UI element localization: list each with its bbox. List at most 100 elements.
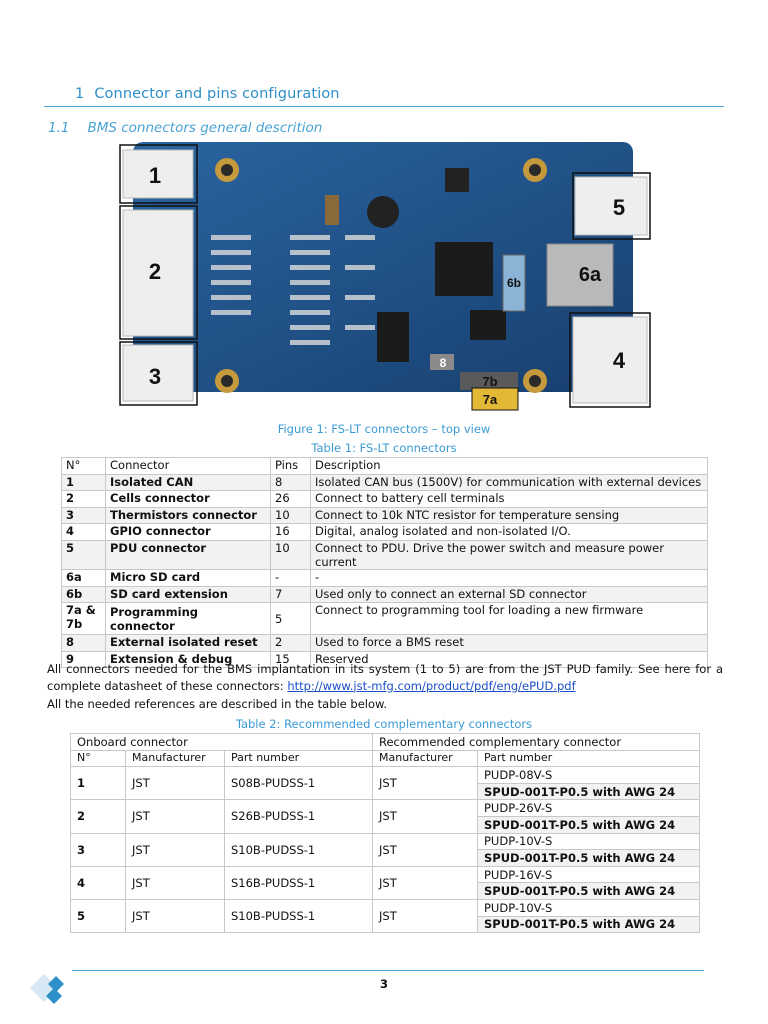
- header-cell: Part number: [224, 749, 373, 768]
- table-row: 7a & 7b Programming connector 5 Connect …: [61, 602, 708, 636]
- sd-extension: [502, 254, 526, 312]
- cell-number: 6b: [61, 585, 106, 604]
- cell-manufacturer: JST: [372, 898, 478, 934]
- table-row: SPUD-001T-P0.5 with AWG 24: [71, 915, 700, 934]
- header-cell: Onboard connector: [70, 733, 373, 751]
- header-cell: Description: [310, 457, 708, 475]
- cell-connector: Extension & debug: [105, 650, 271, 669]
- section-title: Connector and pins configuration: [94, 86, 340, 102]
- figure-label: 7a: [483, 392, 498, 407]
- table1-caption: Table 1: FS-LT connectors: [311, 441, 457, 455]
- cell-connector: SD card extension: [105, 585, 271, 604]
- table-row: 4 GPIO connector 16 Digital, analog isol…: [61, 523, 708, 541]
- datasheet-link[interactable]: http://www.jst-mfg.com/product/pdf/eng/e…: [287, 678, 576, 693]
- cell-manufacturer: JST: [125, 832, 225, 867]
- cell-description: Connect to battery cell terminals: [310, 490, 708, 508]
- figure-label: 5: [613, 195, 625, 220]
- cell-number: 1: [61, 473, 106, 492]
- header-cell: Connector: [105, 457, 271, 475]
- cell-pins: -: [270, 568, 311, 587]
- table-row: 1 JST S08B-PUDSS-1 JST PUDP-08V-S: [70, 766, 700, 801]
- cell-number: 3: [70, 832, 126, 867]
- connector-5: [572, 172, 651, 240]
- table-header-row: N° Connector Pins Description: [61, 457, 708, 475]
- cell-manufacturer: JST: [372, 865, 478, 900]
- figure-label: 6a: [579, 264, 602, 286]
- mcu-chip: [435, 242, 493, 296]
- figure-label: 6b: [507, 276, 521, 290]
- cell-part: S08B-PUDSS-1: [224, 766, 373, 801]
- cell-description: Connect to PDU. Drive the power switch a…: [310, 539, 708, 570]
- complementary-connectors-table: Onboard connector Recommended complement…: [70, 733, 700, 934]
- cell-description: Reserved: [310, 650, 708, 669]
- cell-connector: PDU connector: [105, 539, 271, 570]
- table-row: 5 PDU connector 10 Connect to PDU. Drive…: [61, 539, 708, 570]
- heading-rule: [44, 106, 724, 107]
- section-heading: 1 Connector and pins configuration: [75, 86, 340, 102]
- cell-manufacturer: JST: [125, 766, 225, 801]
- cell-manufacturer: JST: [372, 766, 478, 801]
- cell-part: SPUD-001T-P0.5 with AWG 24: [477, 782, 700, 801]
- paragraph-text: All connectors needed for the BMS implan…: [47, 662, 723, 693]
- connector-1: [119, 144, 198, 204]
- cell-number: 2: [61, 490, 106, 508]
- cell-description: -: [310, 568, 708, 587]
- cell-description: Connect to 10k NTC resistor for temperat…: [310, 506, 708, 525]
- reset-connector: [430, 354, 454, 370]
- company-logo-icon: [30, 974, 64, 1004]
- subsection-title: BMS connectors general descrition: [87, 120, 323, 136]
- cell-number: 5: [61, 539, 106, 570]
- cell-part: PUDP-10V-S: [477, 832, 700, 851]
- table2-caption: Table 2: Recommended complementary conne…: [235, 717, 533, 731]
- cell-pins: 10: [270, 539, 311, 570]
- figure-label: 2: [149, 259, 161, 284]
- table-row: 8 External isolated reset 2 Used to forc…: [61, 634, 708, 652]
- section-number: 1: [75, 86, 85, 102]
- cell-number: 2: [70, 799, 126, 834]
- header-cell: Part number: [477, 749, 700, 768]
- figure-label: 7b: [482, 374, 497, 389]
- header-cell: Manufacturer: [372, 749, 478, 768]
- sd-card-slot: [546, 243, 614, 307]
- figure-label: 1: [149, 163, 161, 188]
- cell-part: PUDP-10V-S: [477, 898, 700, 917]
- cell-manufacturer: JST: [125, 799, 225, 834]
- cell-number: 1: [70, 766, 126, 801]
- cell-part: PUDP-08V-S: [477, 766, 700, 784]
- cell-part: S10B-PUDSS-1: [224, 898, 373, 934]
- table-row: SPUD-001T-P0.5 with AWG 24: [71, 849, 700, 867]
- cell-pins: 8: [270, 473, 311, 492]
- table-row: 2 Cells connector 26 Connect to battery …: [61, 490, 708, 508]
- cell-part: SPUD-001T-P0.5 with AWG 24: [477, 849, 700, 867]
- table-row: 2 JST S26B-PUDSS-1 JST PUDP-26V-S: [70, 799, 700, 834]
- cell-connector: GPIO connector: [105, 523, 271, 541]
- cell-pins: 5: [270, 602, 311, 636]
- cell-manufacturer: JST: [125, 865, 225, 900]
- cell-part: SPUD-001T-P0.5 with AWG 24: [477, 915, 700, 934]
- cell-part: S10B-PUDSS-1: [224, 832, 373, 867]
- cell-pins: 10: [270, 506, 311, 525]
- cell-description: Digital, analog isolated and non-isolate…: [310, 523, 708, 541]
- body-paragraph: All the needed references are described …: [47, 697, 388, 711]
- table-row: 5 JST S10B-PUDSS-1 JST PUDP-10V-S: [70, 898, 700, 934]
- table-row: 6a Micro SD card - -: [61, 568, 708, 587]
- cell-connector: Cells connector: [105, 490, 271, 508]
- cell-number: 4: [61, 523, 106, 541]
- cell-connector: Isolated CAN: [105, 473, 271, 492]
- cell-manufacturer: JST: [372, 832, 478, 867]
- figure-label: 8: [440, 356, 447, 370]
- prog-connector-7a: [471, 387, 519, 411]
- cell-part: S16B-PUDSS-1: [224, 865, 373, 900]
- footer-rule: [72, 970, 704, 971]
- cell-part: PUDP-26V-S: [477, 799, 700, 817]
- cell-pins: 26: [270, 490, 311, 508]
- connectors-table: N° Connector Pins Description 1 Isolated…: [61, 457, 708, 669]
- table-row: 3 Thermistors connector 10 Connect to 10…: [61, 506, 708, 525]
- table-row: 6b SD card extension 7 Used only to conn…: [61, 585, 708, 604]
- cell-description: Used to force a BMS reset: [310, 634, 708, 652]
- cell-part: SPUD-001T-P0.5 with AWG 24: [477, 815, 700, 834]
- cell-part: SPUD-001T-P0.5 with AWG 24: [477, 882, 700, 900]
- cell-number: 5: [70, 898, 126, 934]
- figure-label: 4: [613, 348, 626, 373]
